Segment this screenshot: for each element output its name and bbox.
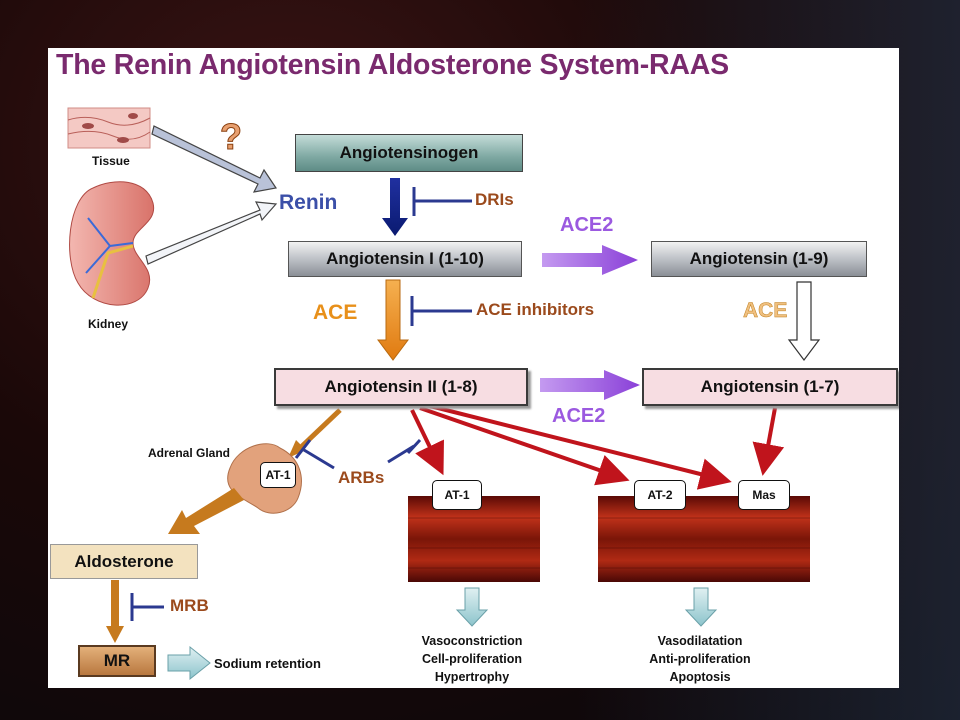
ace2-label-bottom: ACE2 (552, 405, 606, 427)
outcome-vasodilatation: Vasodilatation (657, 634, 743, 648)
page-title: The Renin Angiotensin Aldosterone System… (56, 49, 729, 81)
adrenal-gland-label: Adrenal Gland (148, 446, 231, 460)
diagram-slide: The Renin Angiotensin Aldosterone System… (48, 48, 899, 688)
sodium-retention-label: Sodium retention (214, 656, 321, 671)
tissue-label: Tissue (92, 154, 130, 168)
aldosterone-node: Aldosterone (50, 544, 198, 579)
ang2-to-adrenal-arrow (288, 408, 342, 458)
ace2-arrow-bottom (540, 370, 640, 400)
kidney-image (69, 181, 155, 306)
vessel-at2-receptor: AT-2 (634, 480, 686, 510)
ace-inhibitors-label: ACE inhibitors (476, 300, 595, 319)
outcome-vasoconstriction: Vasoconstriction (421, 634, 523, 648)
arbs-label: ARBs (338, 468, 385, 487)
angiotensin-ii-node: Angiotensin II (1-8) (274, 368, 528, 406)
vessel-texture (408, 517, 810, 569)
angiotensin-i-node: Angiotensin I (1-10) (288, 241, 522, 277)
kidney-label: Kidney (88, 317, 129, 331)
ace-arrow-left (377, 279, 409, 361)
vessel-at1-receptor: AT-1 (432, 480, 482, 510)
outcome-arrow-left (455, 587, 489, 627)
outcome-cell-proliferation: Cell-proliferation (421, 652, 522, 666)
mas-receptor: Mas (738, 480, 790, 510)
arbs-inhibition-line (294, 438, 422, 470)
ace-label-right: ACE (743, 299, 788, 323)
outcome-arrow-right (684, 587, 718, 627)
ace-arrow-right (787, 281, 821, 361)
aldosterone-to-mr-arrow (106, 580, 124, 643)
mr-node: MR (78, 645, 156, 677)
tissue-to-renin-arrow (151, 125, 278, 193)
sodium-retention-arrow (167, 645, 211, 681)
mrb-label: MRB (170, 596, 209, 615)
adrenal-at1-receptor: AT-1 (260, 462, 296, 488)
angiotensin-1-7-node: Angiotensin (1-7) (642, 368, 898, 406)
outcomes-right: Vasodilatation Anti-proliferation Apopto… (630, 632, 770, 686)
ace-label-left: ACE (313, 301, 358, 324)
ace-inhibitor-line (410, 296, 472, 326)
tissue-image (67, 107, 151, 149)
question-mark: ? (220, 116, 243, 158)
outcome-hypertrophy: Hypertrophy (434, 670, 510, 684)
renin-arrow (382, 178, 408, 236)
outcome-anti-proliferation: Anti-proliferation (649, 652, 751, 666)
dri-inhibition-line (412, 187, 472, 216)
kidney-to-renin-arrow (145, 201, 278, 265)
angiotensin-1-9-node: Angiotensin (1-9) (651, 241, 867, 277)
outcome-apoptosis: Apoptosis (669, 670, 731, 684)
mrb-inhibition-line (130, 593, 164, 621)
ace2-label-top: ACE2 (560, 214, 614, 236)
adrenal-to-aldosterone-arrow (168, 488, 244, 534)
ang2-red-arrows (410, 404, 785, 490)
dri-label: DRIs (475, 190, 514, 209)
outcomes-left: Vasoconstriction Cell-proliferation Hype… (402, 632, 542, 686)
ace2-arrow-top (542, 245, 638, 275)
renin-label: Renin (279, 191, 338, 214)
angiotensinogen-node: Angiotensinogen (295, 134, 523, 172)
